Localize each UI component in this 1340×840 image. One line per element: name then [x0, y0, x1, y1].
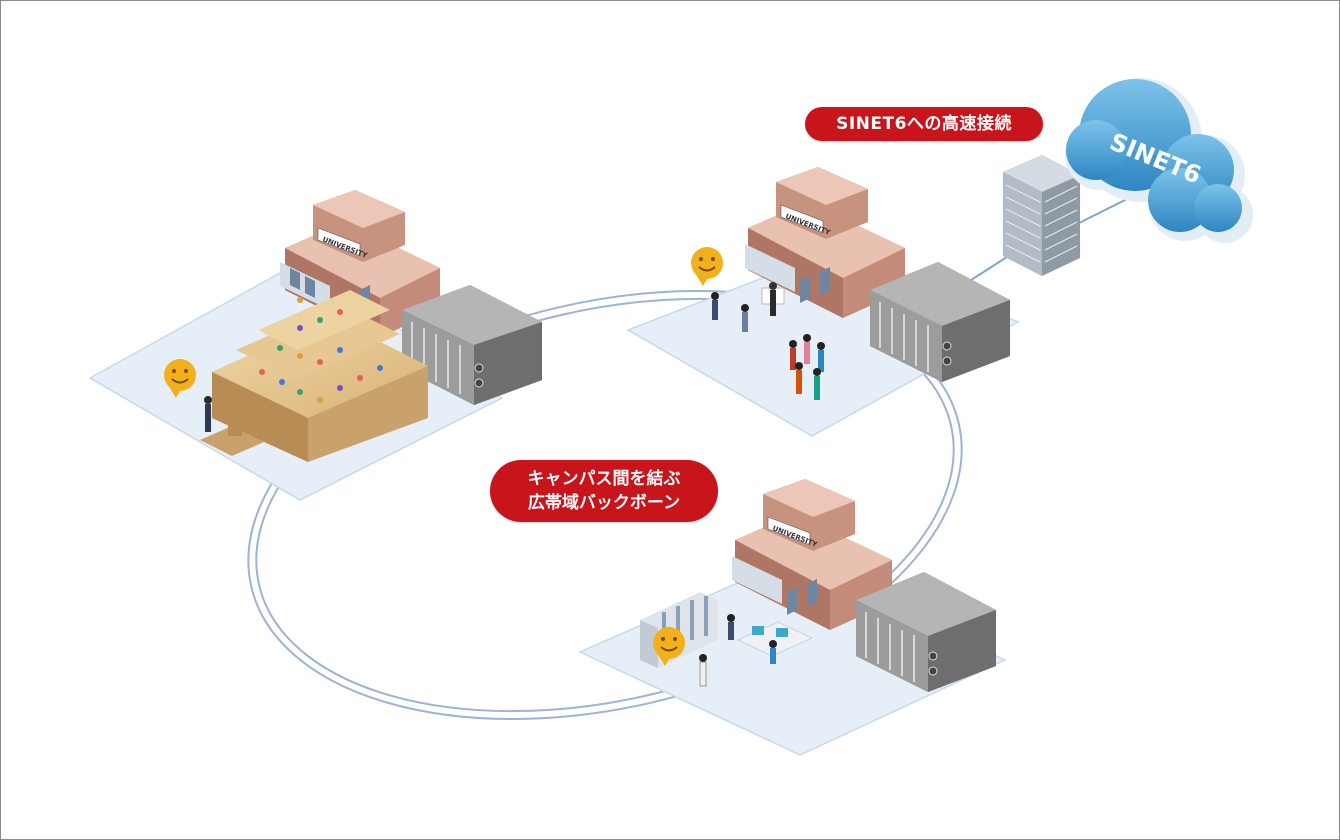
backbone-label-line1: キャンパス間を結ぶ [527, 469, 681, 489]
lecture-seating [212, 290, 428, 462]
cloud-icon: SINET6 [1065, 78, 1253, 243]
backbone-ring [247, 290, 963, 720]
campus-active-learning: UNIVERSITY [626, 167, 1020, 437]
sinet-connection-label: SINET6への高速接続 [805, 107, 1043, 141]
university-building: UNIVERSITY [732, 479, 892, 630]
students-group [711, 282, 825, 400]
lecturer-figure [200, 396, 264, 456]
university-building: UNIVERSITY [745, 167, 905, 318]
smiley-icon [164, 359, 196, 398]
backbone-label: キャンパス間を結ぶ 広帯域バックボーン [490, 460, 718, 522]
datacenter-icon [1003, 155, 1080, 276]
smiley-icon [653, 627, 685, 666]
campus-research-lab: UNIVERSITY [578, 479, 1007, 756]
smiley-icon [691, 247, 723, 286]
backbone-label-line2: 広帯域バックボーン [527, 493, 681, 513]
computer-desks [699, 614, 814, 687]
campus-lecture-hall: UNIVERSITY [88, 190, 542, 501]
server-rack-icon [870, 262, 1010, 382]
server-rack-icon [402, 285, 542, 405]
university-building: UNIVERSITY [280, 190, 440, 338]
server-rack-icon [856, 572, 996, 692]
